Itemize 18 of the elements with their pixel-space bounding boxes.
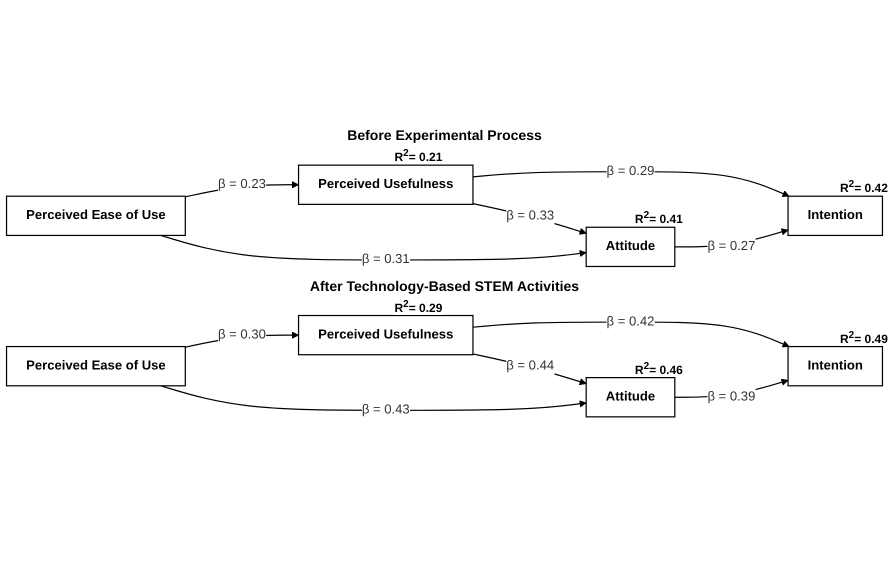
- process-box: Attitude: [586, 377, 676, 418]
- r-squared-value: R$^{2}$= 0.41: [634, 210, 683, 226]
- process-box: Perceived Ease of Use: [6, 196, 186, 236]
- process-box: Perceived Usefulness: [298, 164, 474, 205]
- r-squared-value: R$^{2}$= 0.21: [394, 148, 442, 164]
- process-box: Intention: [787, 196, 884, 236]
- arrow: [472, 353, 587, 386]
- process-box: Perceived Ease of Use: [6, 346, 186, 386]
- r-squared-value: R$^{2}$= 0.46: [634, 360, 683, 377]
- panel-title: After Technology-Based STEM Activities: [310, 278, 580, 294]
- process-box: Intention: [787, 346, 884, 386]
- r-squared-value: R$^{2}$= 0.49: [840, 330, 888, 346]
- r-squared-value: R$^{2}$= 0.42: [840, 179, 888, 196]
- process-box: Attitude: [586, 226, 676, 268]
- r-squared-value: R$^{2}$= 0.29: [394, 298, 442, 314]
- panel-title: Before Experimental Process: [347, 127, 542, 144]
- process-box: Perceived Usefulness: [298, 314, 474, 356]
- arrow: [472, 203, 587, 235]
